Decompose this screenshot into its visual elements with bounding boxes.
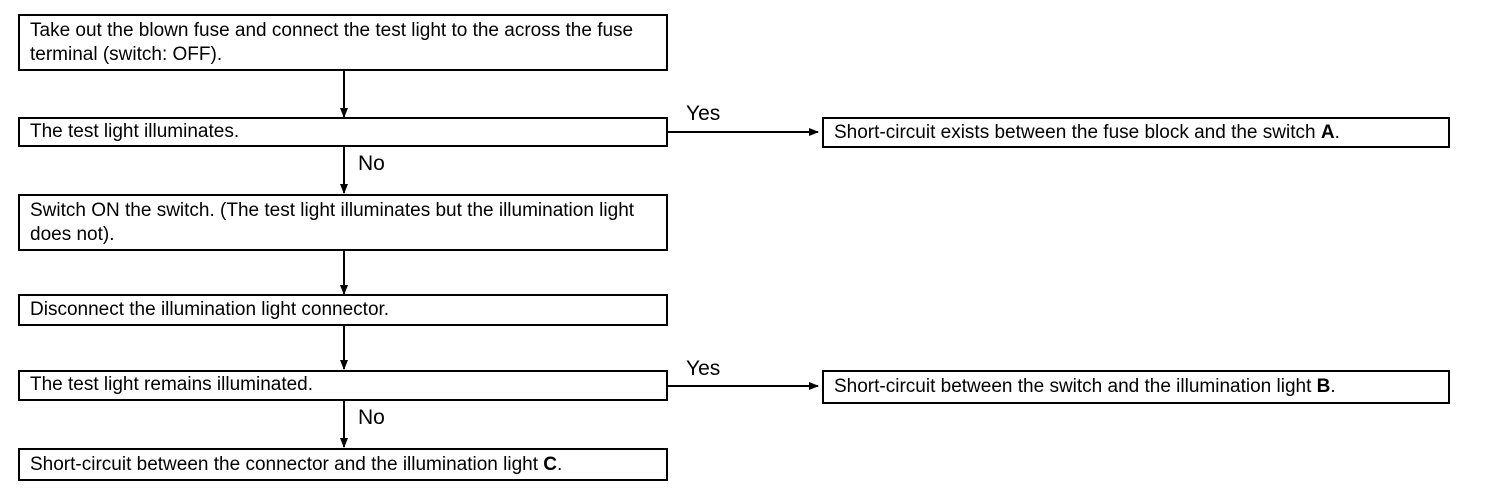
step2-text: Switch ON the switch. (The test light il… — [30, 200, 635, 245]
check2-text: The test light remains illuminated. — [30, 374, 314, 395]
step3-box: Disconnect the illumination light connec… — [18, 294, 668, 326]
step2-box: Switch ON the switch. (The test light il… — [18, 194, 668, 251]
result-c-end: . — [557, 454, 563, 475]
result-a-letter: A — [1320, 122, 1335, 143]
result-b-letter: B — [1316, 376, 1331, 397]
result-c-letter: C — [543, 454, 558, 475]
result-c-text: Short-circuit between the connector and … — [30, 454, 544, 475]
result-b-text: Short-circuit between the switch and the… — [834, 376, 1317, 397]
check1-text: The test light illuminates. — [30, 121, 240, 142]
check2-box: The test light remains illuminated. — [18, 370, 668, 401]
step1-box: Take out the blown fuse and connect the … — [18, 14, 668, 71]
result-b-end: . — [1330, 376, 1336, 397]
check1-box: The test light illuminates. — [18, 117, 668, 147]
step1-text: Take out the blown fuse and connect the … — [30, 20, 634, 65]
result-a-text: Short-circuit exists between the fuse bl… — [834, 122, 1321, 143]
yes-label-2: Yes — [686, 357, 721, 380]
result-b-box: Short-circuit between the switch and the… — [822, 370, 1450, 404]
result-c-box: Short-circuit between the connector and … — [18, 448, 668, 481]
yes-label-1: Yes — [686, 102, 721, 125]
no-label-2: No — [358, 406, 385, 429]
no-label-1: No — [358, 152, 385, 175]
result-a-box: Short-circuit exists between the fuse bl… — [822, 117, 1450, 148]
result-a-end: . — [1334, 122, 1340, 143]
step3-text: Disconnect the illumination light connec… — [30, 299, 390, 320]
